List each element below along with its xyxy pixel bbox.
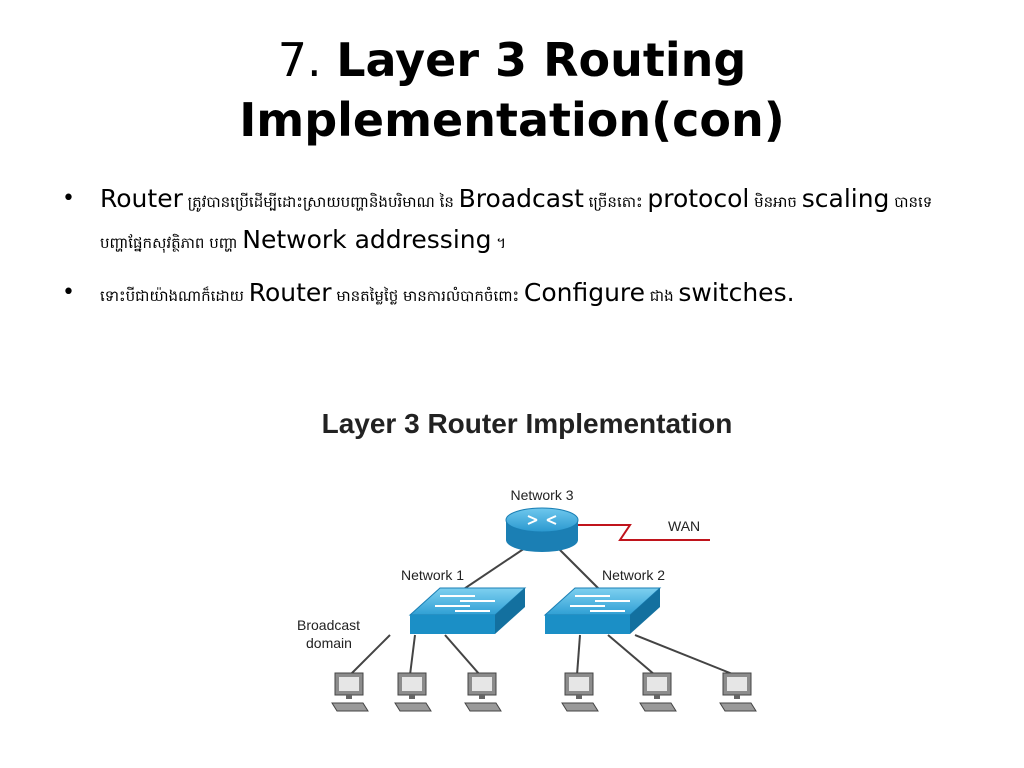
bullet-text-khmer: មិនអាច	[749, 193, 802, 211]
title-line1: Layer 3 Routing	[336, 33, 747, 87]
bullet-list: • Router ត្រូវបានប្រើដើម្បីដោះស្រាយបញ្ហា…	[62, 180, 962, 327]
bullet-dot-icon: •	[62, 186, 75, 211]
label-broadcast: Broadcast	[297, 617, 360, 633]
link-switch2-pc2	[607, 634, 656, 676]
bullet-item: • ទោះបីជាយ៉ាងណាក៏ដោយ Router មានតម្លៃថ្លៃ…	[62, 274, 962, 315]
link-switch1-pc2	[409, 634, 416, 676]
bullet-text: Broadcast	[458, 184, 584, 213]
computer-icon	[561, 672, 599, 712]
bullet-text-khmer: ទោះបីជាយ៉ាងណាក៏ដោយ	[100, 287, 249, 305]
bullet-item: • Router ត្រូវបានប្រើដើម្បីដោះស្រាយបញ្ហា…	[62, 180, 962, 262]
label-network2: Network 2	[602, 567, 665, 583]
computer-icon	[464, 672, 502, 712]
bullet-text: Router	[100, 184, 183, 213]
computer-icon	[331, 672, 369, 712]
diagram-title: Layer 3 Router Implementation	[322, 408, 733, 439]
bullet-text-khmer: ច្រើនតោះ	[583, 193, 648, 211]
switch-icon	[408, 587, 527, 634]
computer-icon	[719, 672, 757, 712]
link-switch2-pc3	[634, 634, 736, 676]
wan-link	[575, 524, 710, 541]
network-diagram: Layer 3 Router Implementation Network 3 …	[240, 390, 800, 730]
bullet-text: switches.	[678, 278, 795, 307]
router-icon	[505, 507, 579, 552]
slide-title: 7. Layer 3 Routing Implementation(con)	[0, 30, 1024, 150]
title-number: 7.	[277, 33, 322, 87]
computer-icon	[639, 672, 677, 712]
bullet-dot-icon: •	[62, 280, 75, 305]
network-diagram-svg: Layer 3 Router Implementation Network 3 …	[297, 408, 757, 712]
bullet-text: Configure	[523, 278, 646, 307]
link-switch1-pc3	[444, 634, 481, 676]
link-switch2-pc1	[576, 634, 581, 676]
label-wan: WAN	[668, 518, 700, 534]
title-line2: Implementation(con)	[239, 93, 785, 147]
switch-icon	[543, 587, 662, 634]
bullet-text-khmer: ជាង	[645, 287, 679, 305]
bullet-text-khmer: ។	[491, 234, 507, 252]
bullet-text: Router	[248, 278, 332, 307]
label-network3: Network 3	[510, 487, 573, 503]
bullet-text: protocol	[647, 184, 750, 213]
bullet-text-khmer: ត្រូវបានប្រើដើម្បីដោះស្រាយបញ្ហានិងបរិមាណ…	[182, 193, 459, 211]
bullet-text-khmer: បានទេ បញ្ហាផ្នែកសុវត្ថិភាព បញ្ហា	[100, 193, 933, 252]
link-switch1-pc1	[349, 634, 391, 676]
label-network1: Network 1	[401, 567, 464, 583]
label-broadcast-domain: domain	[306, 635, 352, 651]
computer-icon	[394, 672, 432, 712]
bullet-text: scaling	[801, 184, 890, 213]
bullet-text-khmer: មានតម្លៃថ្លៃ មានការលំបាកចំពោះ	[331, 287, 524, 305]
bullet-text: Network addressing	[242, 225, 492, 254]
